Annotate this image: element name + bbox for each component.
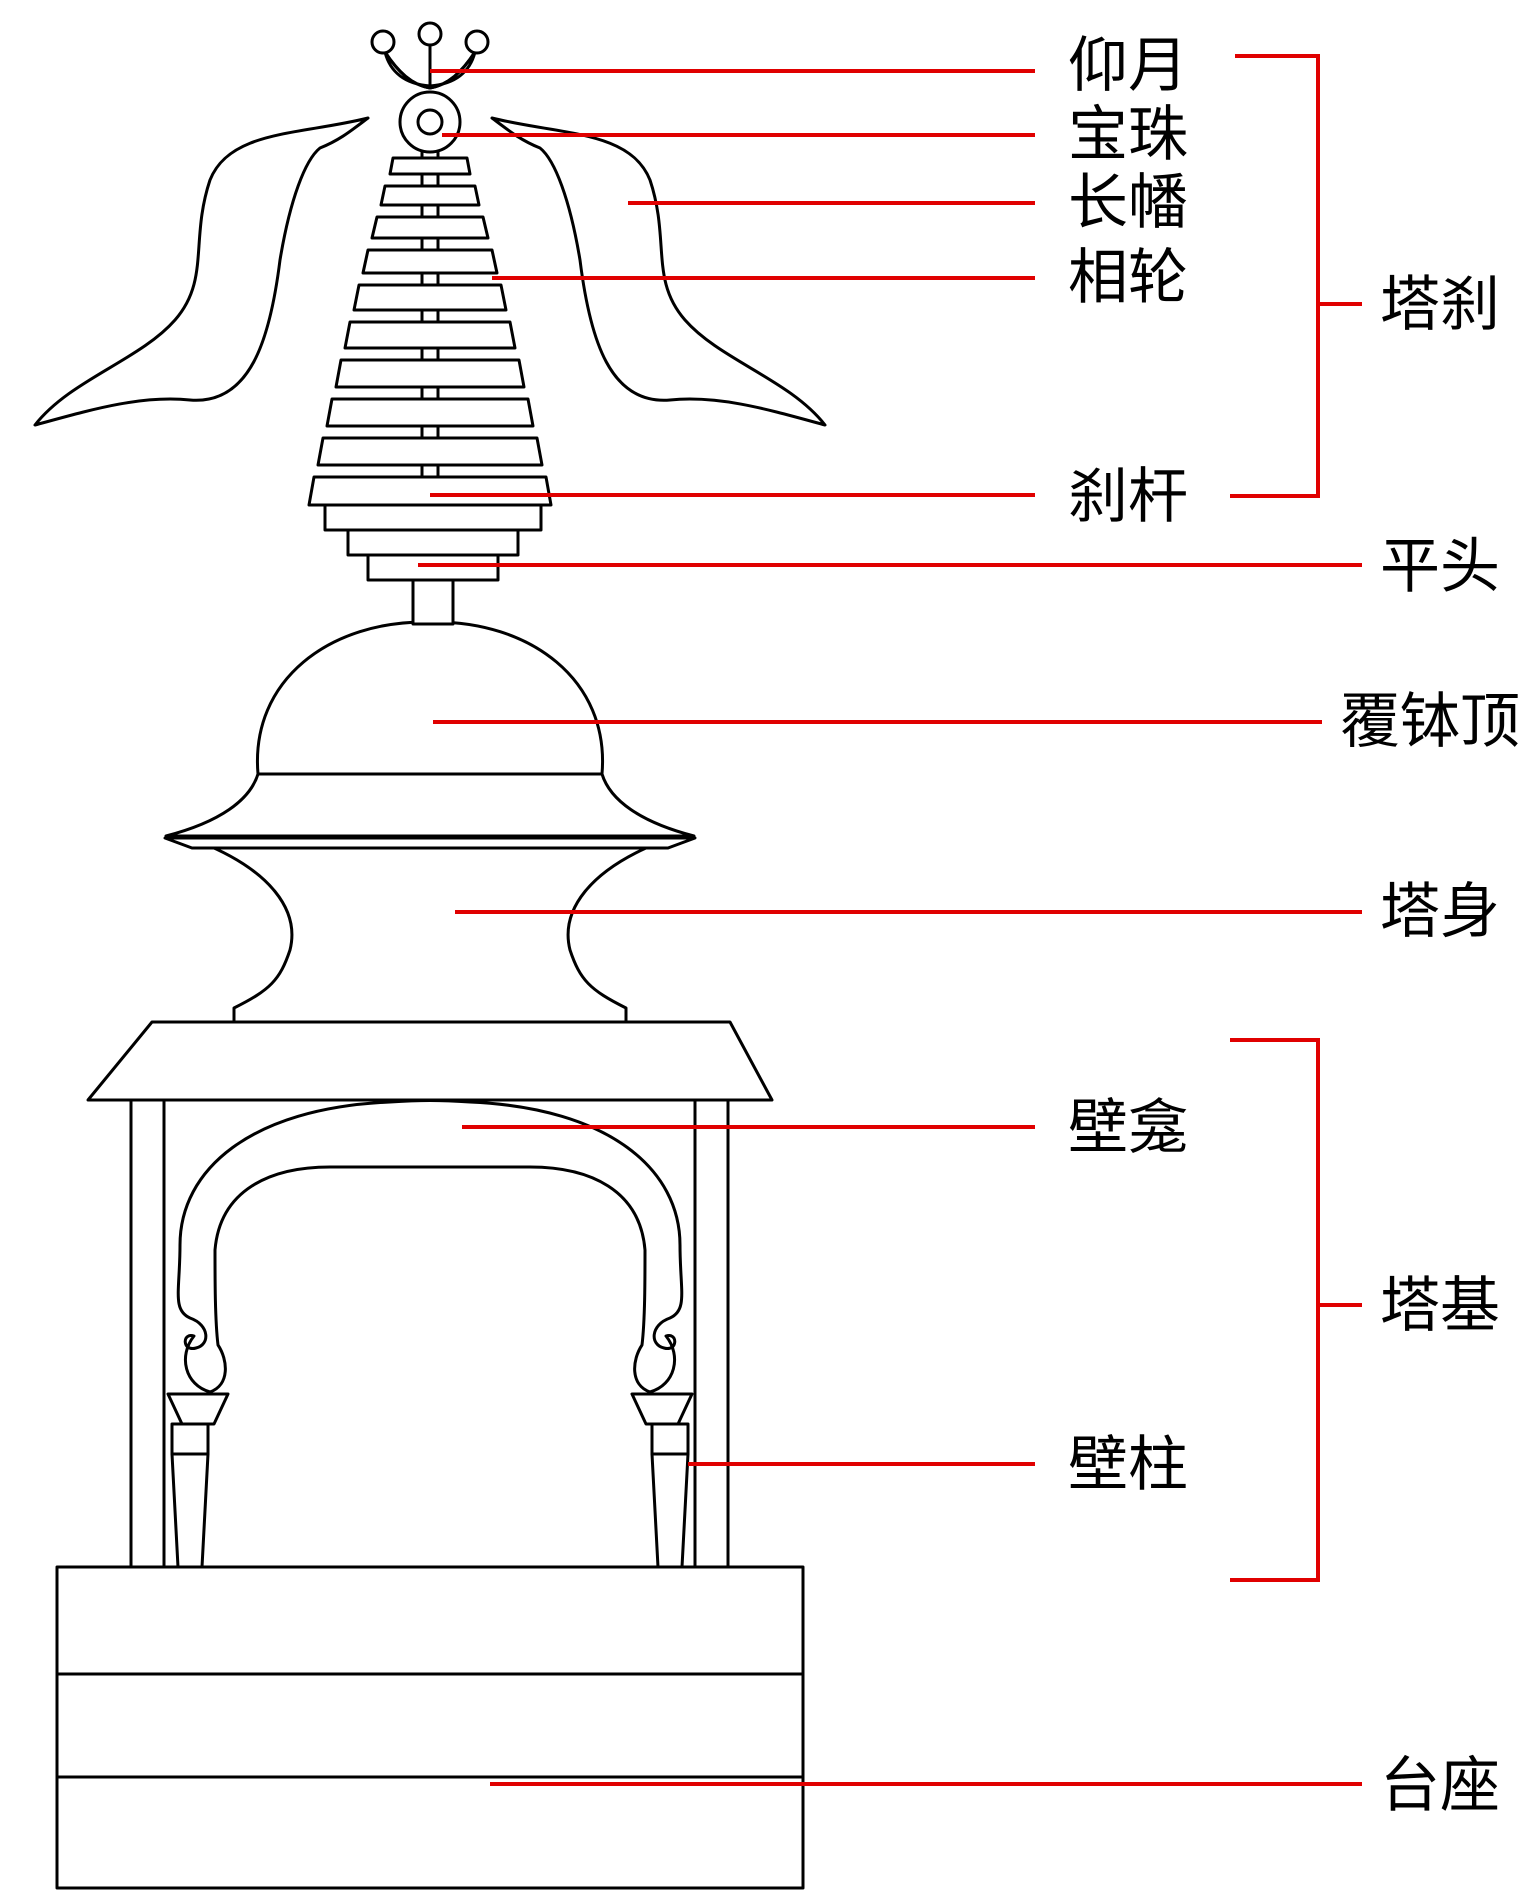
label-bao-zhu: 宝珠 [1068,100,1188,170]
neck [411,578,455,626]
eaves [86,1020,774,1102]
group-label-ta-cha: 塔刹 [1380,270,1500,340]
label-bi-kan: 壁龛 [1068,1093,1188,1163]
bracket-ta-cha [1230,54,1362,498]
label-yang-yue: 仰月 [1068,31,1188,101]
pingtou [323,503,543,582]
label-fu-bo-ding: 覆钵顶 [1340,687,1520,757]
part-labels: 仰月 宝珠 长幡 相轮 刹杆 平头 覆钵顶 塔身 壁龛 壁柱 台座 [1068,31,1520,1821]
xianglun-rings [307,156,553,507]
group-label-ta-ji: 塔基 [1380,1271,1500,1341]
niche-arch [176,1099,684,1394]
dome [164,620,696,838]
label-xiang-lun: 相轮 [1068,243,1188,313]
outer-pillars [129,1098,730,1569]
pedestal [55,1565,805,1890]
group-labels: 塔刹 塔基 [1380,270,1500,1341]
label-cha-gan: 刹杆 [1068,462,1188,532]
label-ta-shen: 塔身 [1380,877,1500,947]
bracket-ta-ji [1230,1038,1362,1582]
label-tai-zuo: 台座 [1380,1751,1500,1821]
jewel-orb [398,90,462,154]
label-bi-zhu: 壁柱 [1068,1430,1188,1500]
label-chang-fan: 长幡 [1068,168,1188,238]
stupa-body [163,836,697,1024]
label-ping-tou: 平头 [1380,532,1500,602]
leader-lines [418,69,1362,1786]
long-banners [33,116,827,427]
pilasters [166,1392,694,1569]
crescent-crown [370,21,490,90]
